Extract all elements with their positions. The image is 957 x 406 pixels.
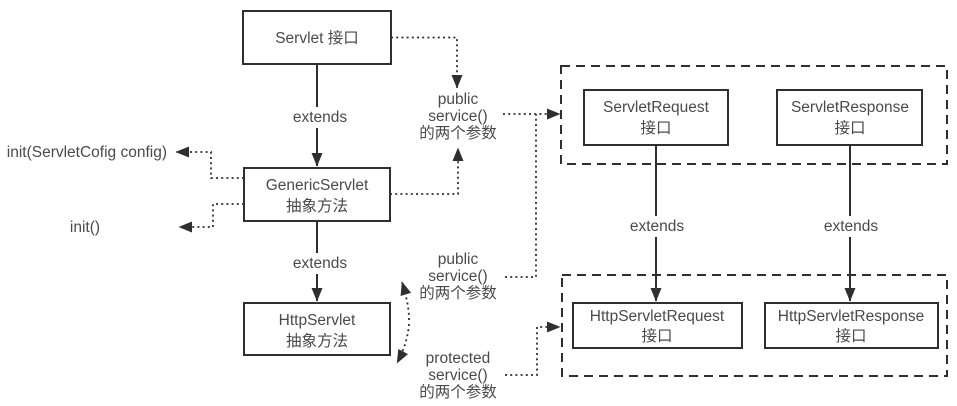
extends-label-bg — [822, 216, 880, 237]
edge-public-service-mid-riser — [505, 114, 537, 278]
extends-label: extends — [630, 218, 685, 235]
edge-httpservlet-to-public-service — [400, 281, 412, 321]
http-servlet-response-title: HttpServletResponse — [778, 308, 924, 325]
servlet-request-box — [583, 89, 729, 146]
http-servlet-request-title: HttpServletRequest — [590, 308, 725, 325]
protected-service-line2: service() — [428, 367, 487, 384]
request-response-interfaces-group — [560, 65, 948, 165]
protected-service-line1: protected — [426, 350, 491, 367]
protected-service-line3: 的两个参数 — [419, 383, 497, 401]
public-service-mid-line1: public — [438, 251, 479, 268]
servlet-box — [242, 10, 392, 65]
extends-label-bg — [628, 216, 686, 237]
extends-label: extends — [293, 255, 348, 272]
extends-label: extends — [293, 109, 348, 126]
http-servlet-request-subtitle: 接口 — [641, 327, 672, 345]
init-config-annotation: init(ServletCofig config) — [7, 144, 167, 161]
public-service-top-line2: service() — [428, 108, 487, 125]
public-service-mid-line3: 的两个参数 — [419, 284, 497, 302]
public-service-top-line1: public — [438, 91, 479, 108]
generic-servlet-title: GenericServlet — [266, 177, 369, 194]
servlet-response-title: ServletResponse — [791, 99, 909, 116]
edge-protected-service-to-http-group — [505, 321, 561, 376]
servlet-box-title: Servlet 接口 — [275, 29, 359, 47]
init-annotation: init() — [70, 219, 100, 236]
http-servlet-response-box — [764, 302, 939, 349]
edge-generic-to-public-service — [390, 147, 464, 195]
public-service-top-line3: 的两个参数 — [419, 124, 497, 142]
servlet-response-subtitle: 接口 — [834, 119, 865, 137]
generic-servlet-subtitle: 抽象方法 — [286, 197, 348, 215]
public-service-mid-line2: service() — [428, 268, 487, 285]
http-servlet-title: HttpServlet — [279, 312, 356, 329]
http-request-response-interfaces-group — [561, 274, 948, 377]
edge-generic-to-init-config — [175, 146, 244, 179]
http-servlet-request-box — [572, 302, 743, 349]
http-servlet-box — [243, 302, 391, 356]
http-servlet-subtitle: 抽象方法 — [286, 332, 348, 350]
edge-generic-to-init — [178, 203, 244, 233]
extends-label-bg — [291, 107, 349, 128]
http-servlet-response-subtitle: 接口 — [835, 327, 866, 345]
extends-label: extends — [824, 218, 879, 235]
servlet-request-subtitle: 接口 — [640, 119, 671, 137]
edge-servlet-to-public-service — [391, 36, 463, 89]
extends-label-bg — [291, 253, 349, 274]
edge-httpservlet-to-protected-service — [396, 323, 410, 364]
generic-servlet-box — [243, 167, 391, 222]
servlet-response-box — [776, 89, 923, 146]
servlet-request-title: ServletRequest — [603, 99, 710, 116]
